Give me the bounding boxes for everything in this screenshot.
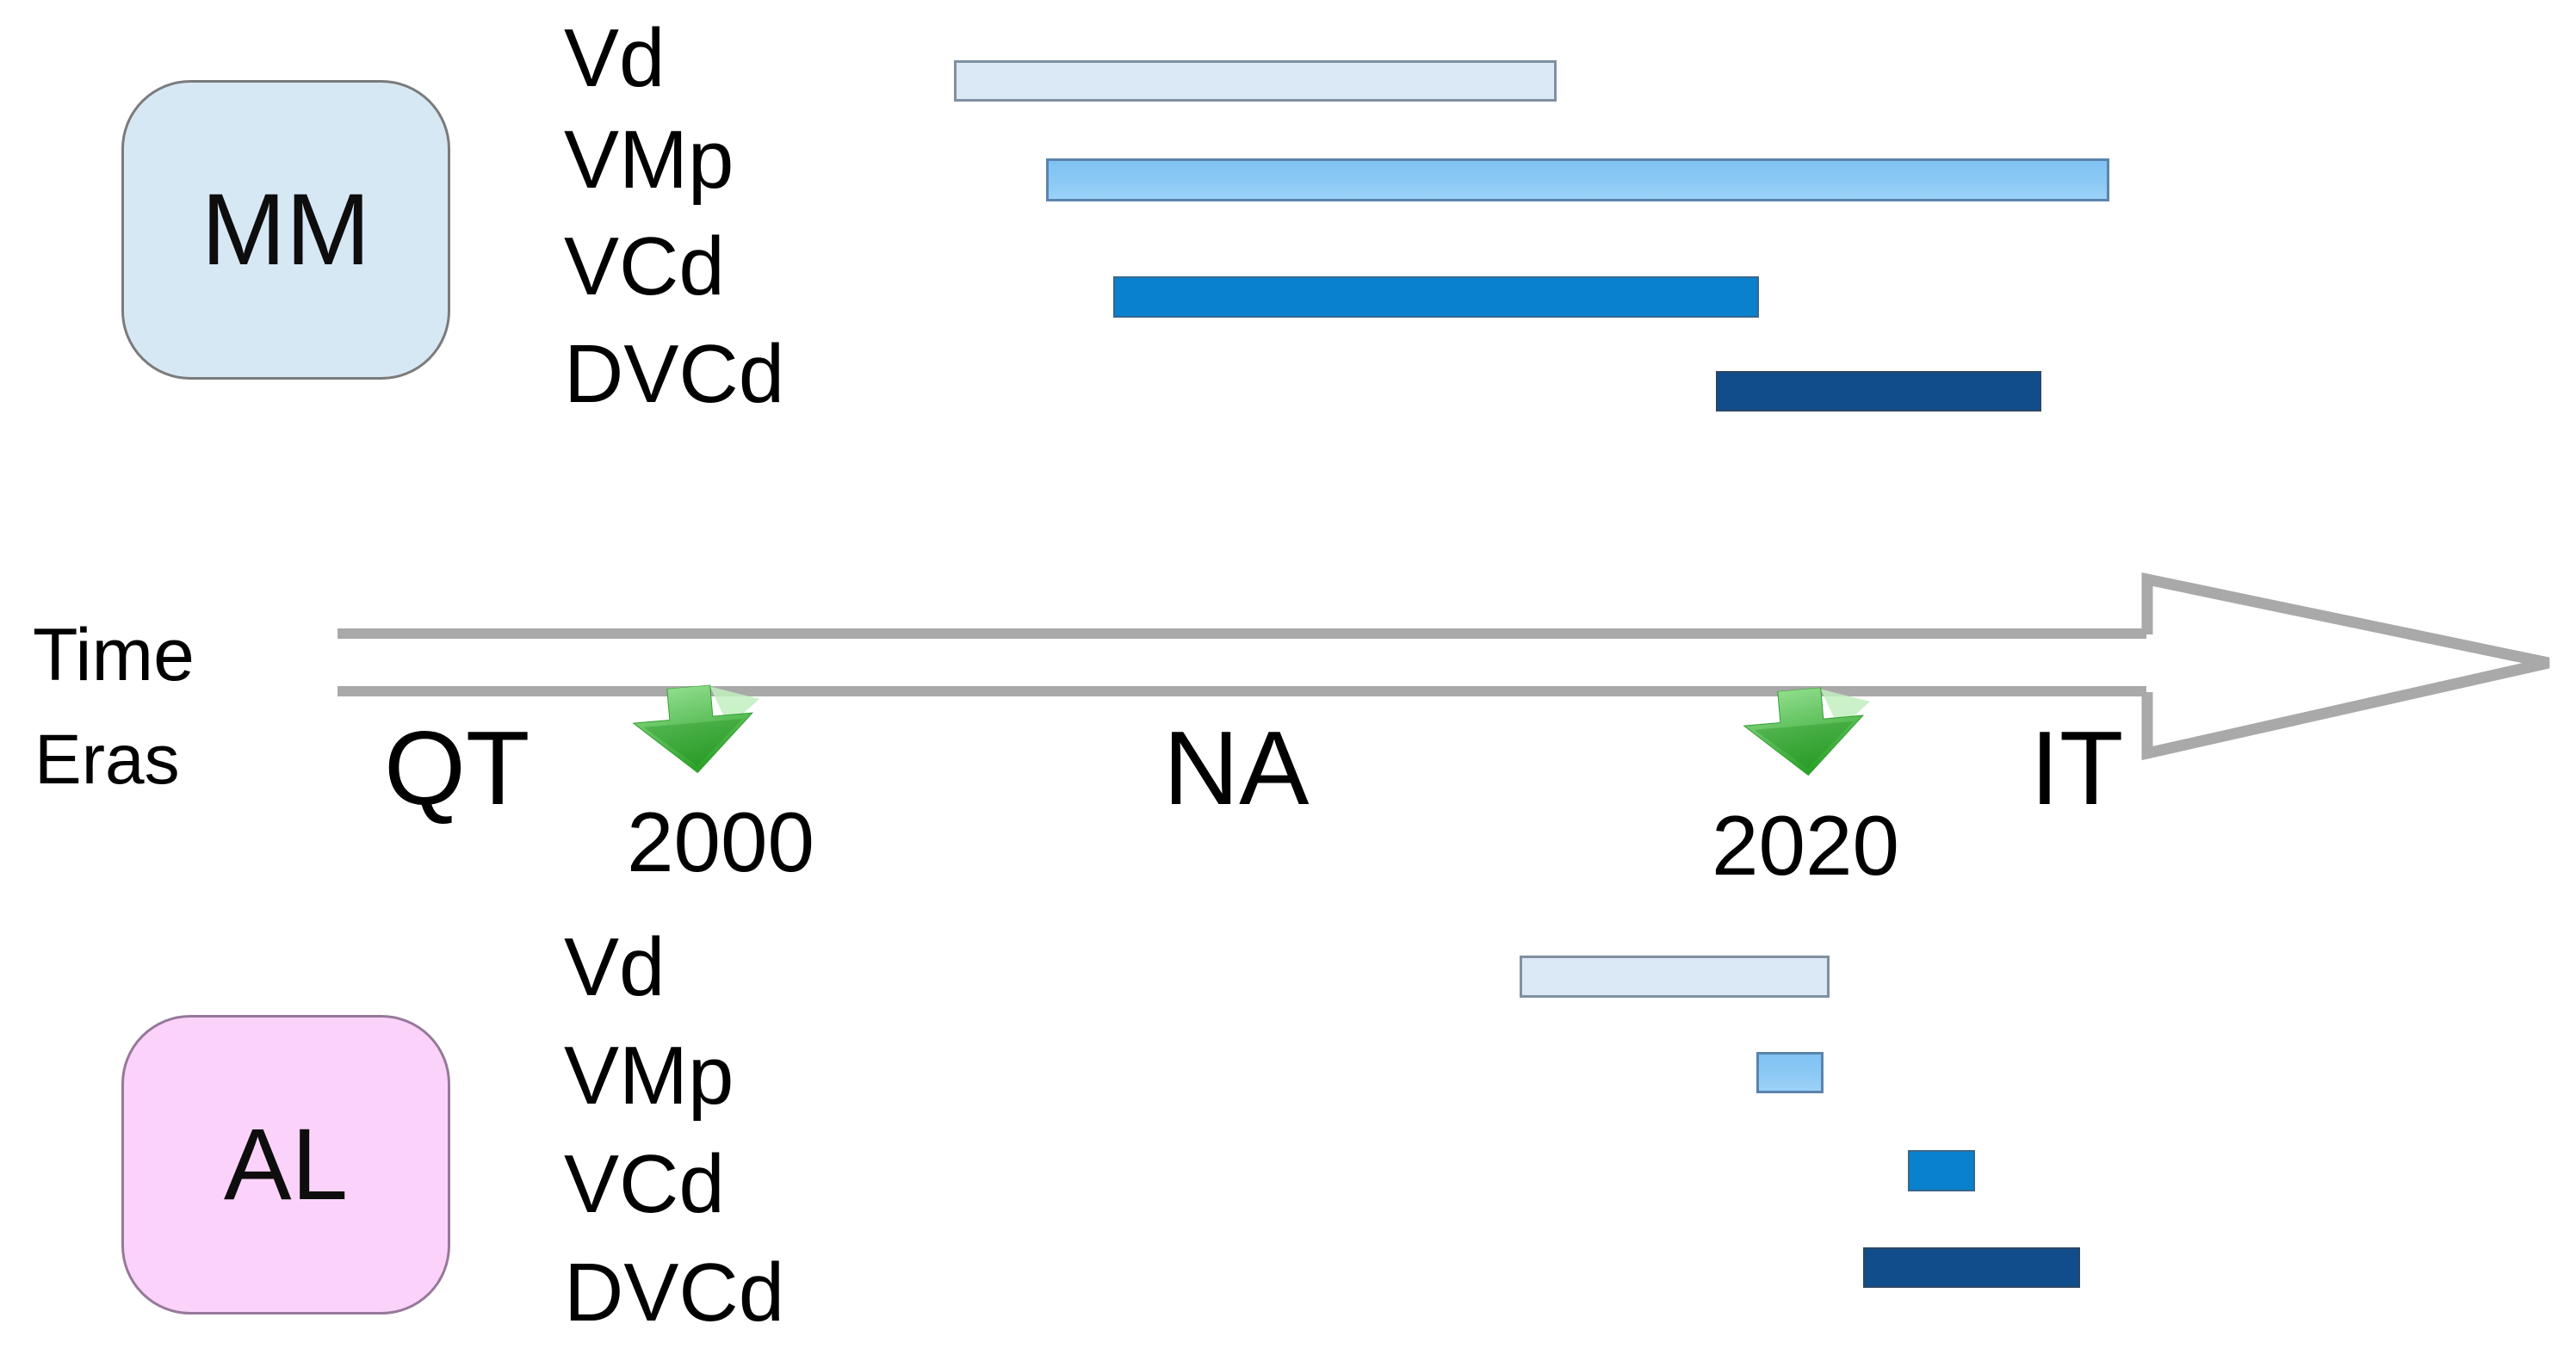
al-row-label-vcd: VCd	[564, 1138, 725, 1230]
al-bar-vcd	[1908, 1150, 1975, 1191]
mm-bar-dvcd	[1716, 371, 2041, 411]
mm-row-label-vmp: VMp	[564, 114, 734, 206]
year-marker-2020-down-arrow-icon	[1743, 687, 1871, 776]
al-row-label-vd: Vd	[564, 921, 666, 1013]
mm-row-label-dvcd: DVCd	[564, 328, 785, 420]
era-label-it: IT	[2030, 709, 2124, 826]
year-label-2000: 2000	[627, 795, 815, 889]
al-group-label: AL	[223, 1108, 349, 1222]
year-label-2020: 2020	[1712, 798, 1900, 893]
mm-group-label: MM	[201, 173, 371, 287]
al-bar-vmp	[1756, 1052, 1824, 1093]
al-row-label-dvcd: DVCd	[564, 1247, 785, 1339]
time-axis-label: Time	[33, 614, 195, 696]
mm-bar-vcd	[1113, 276, 1759, 318]
era-label-na: NA	[1163, 709, 1310, 826]
al-group-box: AL	[121, 1015, 450, 1315]
al-row-label-vmp: VMp	[564, 1030, 734, 1122]
timeline-arrowhead-icon	[2141, 572, 2550, 760]
mm-row-label-vcd: VCd	[564, 220, 725, 312]
mm-bar-vmp	[1046, 158, 2109, 201]
mm-row-label-vd: Vd	[564, 12, 666, 104]
mm-bar-vd	[954, 60, 1557, 102]
timeline-shaft-bottom-line	[337, 686, 2146, 696]
mm-group-box: MM	[121, 80, 450, 380]
era-label-qt: QT	[384, 709, 530, 826]
al-bar-dvcd	[1863, 1247, 2080, 1288]
eras-axis-label: Eras	[34, 721, 180, 799]
year-marker-2000-down-arrow-icon	[632, 684, 760, 774]
al-bar-vd	[1520, 956, 1830, 998]
timeline-shaft-top-line	[337, 628, 2146, 639]
